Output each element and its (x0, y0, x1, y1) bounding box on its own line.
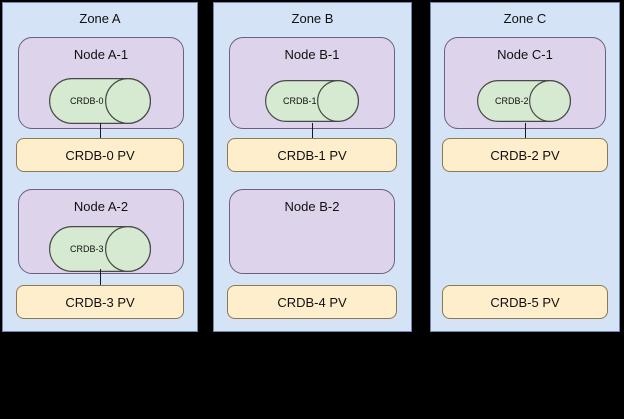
zone-a: Zone A Node A-1 CRDB-0 CRDB-0 PV Node A-… (2, 2, 198, 332)
crdb-4-pv: CRDB-4 PV (227, 285, 397, 319)
node-a-1: Node A-1 CRDB-0 (18, 37, 184, 129)
crdb-4-pv-label: CRDB-4 PV (277, 294, 347, 310)
node-c-1: Node C-1 CRDB-2 (444, 37, 606, 129)
node-a-2: Node A-2 CRDB-3 (18, 189, 184, 274)
crdb-0-pod: CRDB-0 (49, 78, 151, 124)
zone-c-title: Zone C (503, 11, 547, 26)
crdb-2-pv-label: CRDB-2 PV (490, 147, 560, 163)
node-b-2-title: Node B-2 (284, 199, 340, 214)
cylinder-shape (265, 80, 359, 122)
crdb-2-pv: CRDB-2 PV (442, 138, 608, 172)
crdb-3-pod: CRDB-3 (49, 226, 151, 272)
zone-a-title: Zone A (79, 11, 121, 26)
node-b-1-title: Node B-1 (284, 47, 340, 62)
node-b-2: Node B-2 (229, 189, 395, 274)
connector-node-a-2-to-crdb-3-pv (100, 269, 101, 286)
cylinder-shape (49, 78, 151, 124)
crdb-1-pv: CRDB-1 PV (227, 138, 397, 172)
connector-node-c-1-to-crdb-2-pv (525, 123, 526, 140)
crdb-1-pv-label: CRDB-1 PV (277, 147, 347, 163)
node-a-1-title: Node A-1 (73, 47, 129, 62)
zone-b-title: Zone B (291, 11, 334, 26)
crdb-3-pv-label: CRDB-3 PV (65, 294, 135, 310)
connector-node-b-1-to-crdb-1-pv (312, 123, 313, 140)
node-a-2-title: Node A-2 (73, 199, 129, 214)
zone-c: Zone C Node C-1 CRDB-2 CRDB-2 PV CRDB-5 … (430, 2, 620, 332)
crdb-3-pv: CRDB-3 PV (16, 285, 184, 319)
crdb-0-pv: CRDB-0 PV (16, 138, 184, 172)
crdb-5-pv: CRDB-5 PV (442, 285, 608, 319)
node-c-1-title: Node C-1 (497, 47, 553, 62)
connector-node-a-1-to-crdb-0-pv (100, 123, 101, 140)
cylinder-shape (477, 80, 571, 122)
crdb-0-pv-label: CRDB-0 PV (65, 147, 135, 163)
crdb-2-pod: CRDB-2 (477, 80, 571, 122)
crdb-5-pv-label: CRDB-5 PV (490, 294, 560, 310)
zone-b: Zone B Node B-1 CRDB-1 CRDB-1 PV Node B-… (213, 2, 412, 332)
node-b-1: Node B-1 CRDB-1 (229, 37, 395, 129)
cylinder-shape (49, 226, 151, 272)
crdb-1-pod: CRDB-1 (265, 80, 359, 122)
